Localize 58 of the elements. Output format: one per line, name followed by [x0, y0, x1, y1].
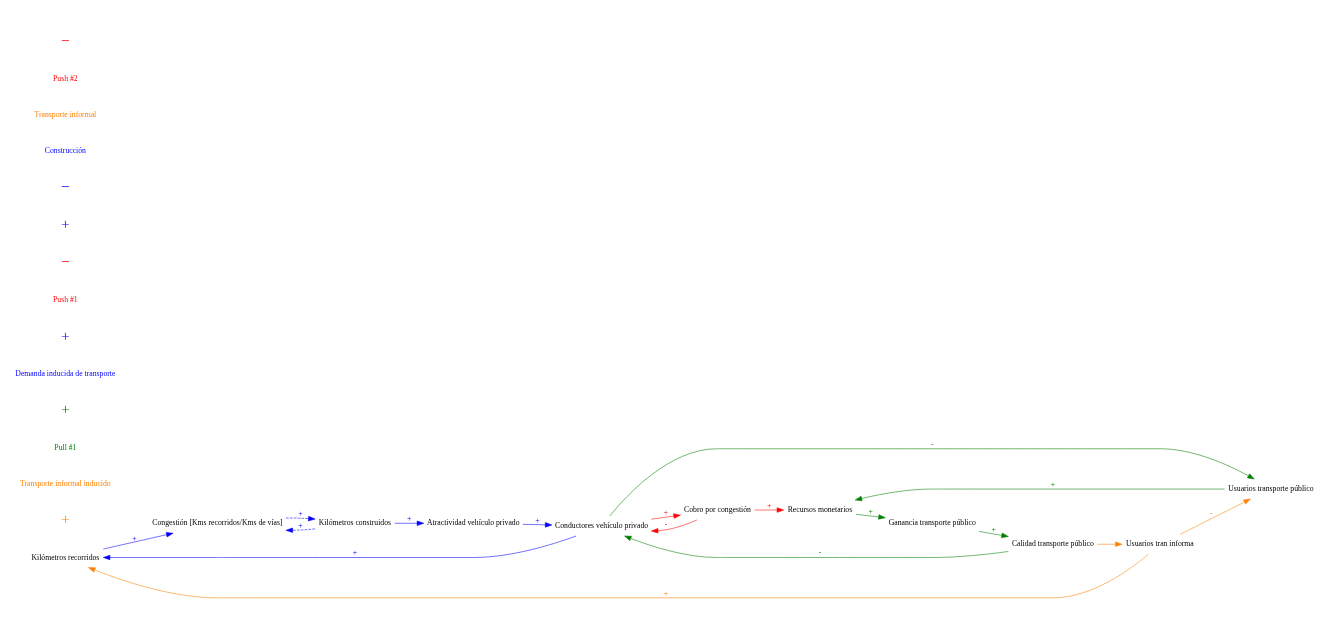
label: + — [61, 326, 70, 344]
edge-label: + — [663, 507, 669, 517]
arrow — [522, 521, 553, 527]
edge-label: - — [818, 547, 822, 557]
node-text: Recursos monetarios — [787, 504, 853, 514]
arrow — [651, 512, 681, 519]
label: Transporte informal — [34, 109, 97, 119]
node-text: Kilómetros recorridos — [31, 552, 100, 562]
edge-label: - — [1209, 508, 1213, 518]
label: Pull #1 — [54, 442, 77, 452]
node-text: Usuarios tran informa — [1126, 538, 1194, 548]
label: + — [61, 399, 70, 417]
node-text: Kilómetros construidos — [318, 517, 392, 527]
label: Push #2 — [53, 73, 78, 83]
arrow — [754, 506, 784, 513]
label: Demanda inducida de transporte — [15, 368, 116, 378]
arrow — [103, 531, 174, 549]
node-text: Cobro por congestión — [684, 504, 751, 514]
edge-label: + — [868, 506, 873, 516]
edge-label: + — [991, 524, 996, 534]
arrow — [854, 488, 1225, 501]
label: Construcción — [44, 145, 86, 155]
node-text: Calidad transporte público — [1011, 538, 1094, 548]
edge-label: + — [352, 547, 358, 557]
label: − — [61, 31, 70, 49]
node-text: Usuarios transporte público — [1228, 483, 1314, 493]
label: + — [61, 214, 70, 232]
arrow — [1180, 498, 1251, 535]
label: Push #1 — [53, 294, 78, 304]
arrow — [651, 519, 698, 533]
arrow — [103, 535, 577, 560]
edge-label: + — [663, 588, 669, 598]
node-text: Congestión [Kms recorridos/Kms de vías] — [152, 517, 283, 527]
arrow — [394, 520, 425, 526]
edge-label: - — [664, 519, 668, 529]
edge-label: + — [535, 515, 540, 525]
arrow — [624, 535, 1009, 558]
edge-label: + — [766, 500, 772, 510]
edge-label: + — [407, 513, 412, 523]
label: + — [61, 509, 70, 527]
edge-label: + — [132, 533, 137, 542]
label: − — [61, 177, 70, 194]
arrow — [1097, 541, 1123, 547]
edge-label: + — [298, 520, 303, 530]
arrow — [285, 515, 316, 521]
node-text: Atractividad vehículo privado — [426, 517, 520, 527]
label: Transporte informal inducido — [20, 478, 111, 488]
edge-label: + — [298, 508, 303, 518]
edge-label: - — [930, 439, 934, 449]
edge-label: + — [1050, 479, 1056, 489]
arrow — [285, 527, 316, 533]
node-text: Ganancia transporte público — [888, 517, 976, 527]
label: − — [61, 252, 70, 270]
arrow — [978, 530, 1009, 538]
arrow — [855, 513, 886, 520]
arrow — [88, 553, 1149, 598]
arrow — [609, 448, 1255, 516]
node-text: Conductores vehículo privado — [555, 520, 649, 530]
